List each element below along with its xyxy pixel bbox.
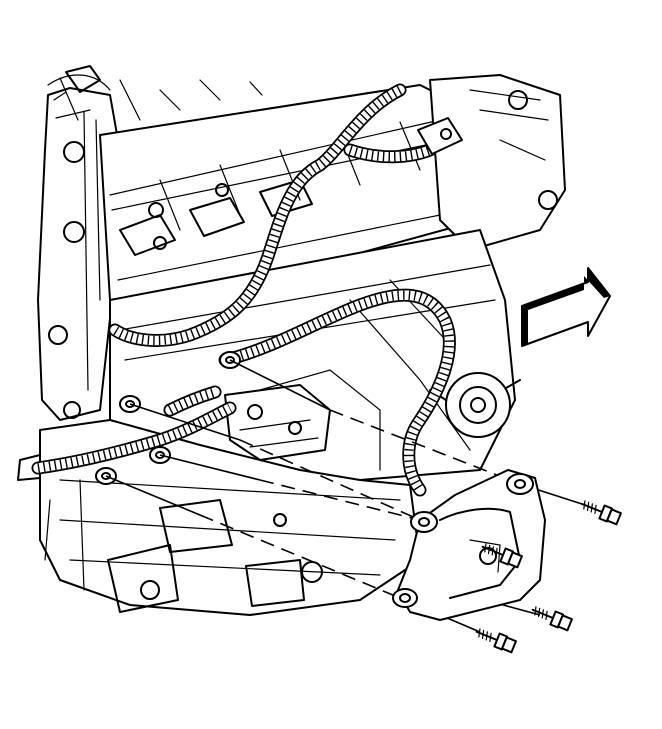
front-direction-arrow-icon <box>521 267 611 347</box>
alignment-guides <box>105 359 586 633</box>
mounting-bracket <box>392 469 546 621</box>
bolt <box>580 500 622 526</box>
bolt <box>481 543 523 569</box>
bolt <box>531 606 573 632</box>
wire-harness <box>31 83 463 497</box>
bolt <box>475 628 517 654</box>
